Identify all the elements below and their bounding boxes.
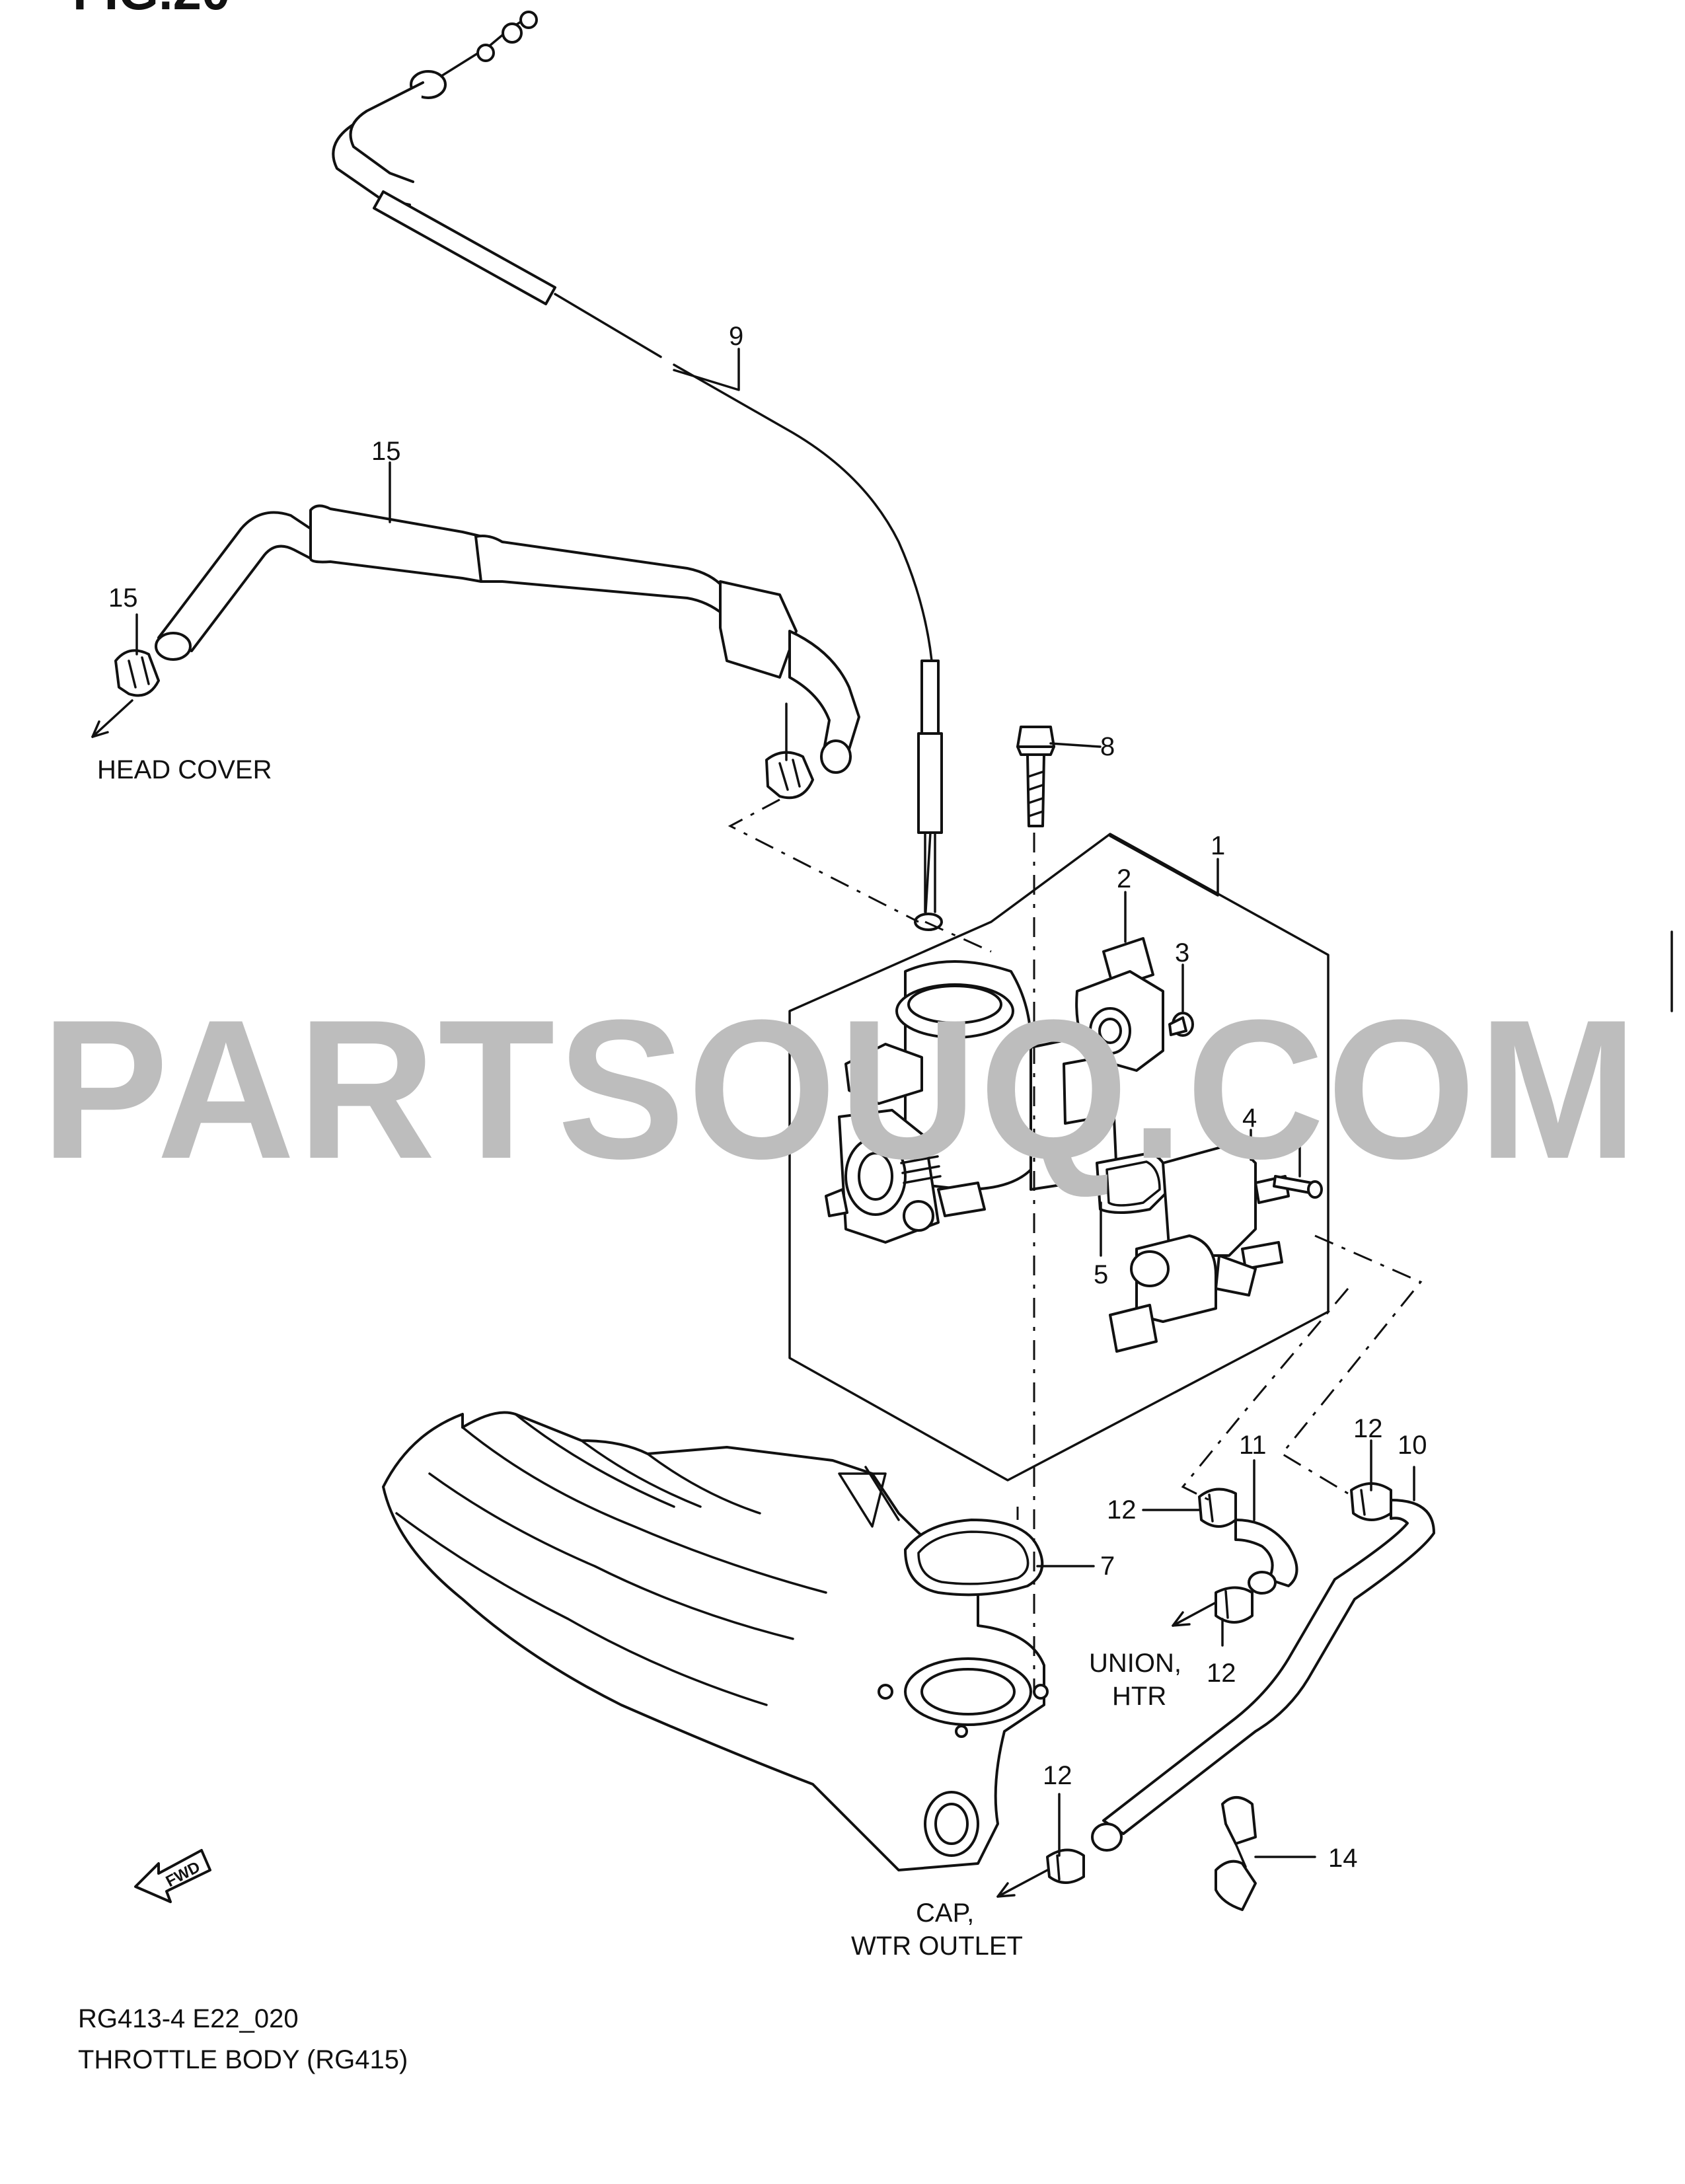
label-head-cover: HEAD COVER [97,755,272,784]
throttle-cable[interactable] [332,11,943,931]
water-hose-11[interactable] [1234,1519,1298,1595]
callout-13: 14 [1328,1844,1358,1873]
leader-lines [135,348,1415,1858]
callout-14: 15 [371,437,401,466]
forward-arrow-icon: FWD [134,1849,211,1903]
callout-12-c: 12 [1207,1659,1236,1688]
head-cover-arrow-icon [91,699,133,738]
label-union: UNION, [1089,1649,1181,1678]
bolt-8[interactable] [1016,726,1055,827]
hose-clamp-13[interactable] [1215,1796,1257,1911]
screw-6[interactable] [1273,1175,1323,1199]
gasket-5[interactable] [1096,1152,1171,1214]
hose-clamp-15-left[interactable] [114,649,160,697]
callout-12-b: 12 [1353,1414,1383,1443]
callout-9: 9 [729,322,743,351]
callout-3: 3 [1175,938,1189,967]
callout-6: 6 [1292,1110,1306,1139]
hose-clamp-12-a[interactable] [1198,1487,1237,1528]
figure-title: FIG.20 [73,0,230,20]
hose-clamp-12-c[interactable] [1215,1586,1254,1624]
cap-wtr-outlet-arrow-icon [996,1869,1049,1898]
union-htr-arrow-icon [1172,1601,1217,1627]
throttle-position-sensor[interactable] [1075,937,1164,1072]
screw-3[interactable] [1168,1012,1194,1037]
throttle-assembly-box [788,833,1329,1482]
callout-12-d: 12 [1043,1761,1072,1790]
label-cap: CAP, [916,1899,974,1928]
hose-clamp-12-b[interactable] [1350,1482,1392,1521]
hose-clamp-15-right[interactable] [765,751,814,800]
idle-air-control-valve[interactable] [1109,1142,1290,1353]
callout-11: 11 [1239,1431,1267,1460]
callout-15-left: 15 [108,584,138,613]
breather-hose[interactable] [155,504,860,774]
callout-10: 10 [1398,1431,1427,1460]
throttle-body[interactable] [825,960,1118,1244]
assembly-guide-lines [728,798,1423,1692]
callout-2: 2 [1117,864,1131,893]
callout-5: 5 [1094,1260,1108,1289]
watermark: PARTSOUQ.COM [41,978,1640,1200]
callout-8: 8 [1100,732,1115,761]
gasket-7[interactable] [904,1519,1044,1597]
caption-code: RG413-4 E22_020 [78,2004,299,2033]
callout-7: 7 [1100,1552,1115,1581]
callout-12-a: 12 [1107,1495,1137,1525]
callout-1: 1 [1211,831,1225,860]
label-wtr-outlet: WTR OUTLET [851,1932,1023,1961]
hose-clamp-12-d[interactable] [1046,1848,1085,1884]
label-htr: HTR [1112,1682,1166,1711]
intake-manifold[interactable] [382,1411,1049,1871]
callout-4: 4 [1242,1104,1257,1133]
caption-title: THROTTLE BODY (RG415) [78,2045,408,2074]
water-hose-10[interactable] [1091,1499,1435,1852]
